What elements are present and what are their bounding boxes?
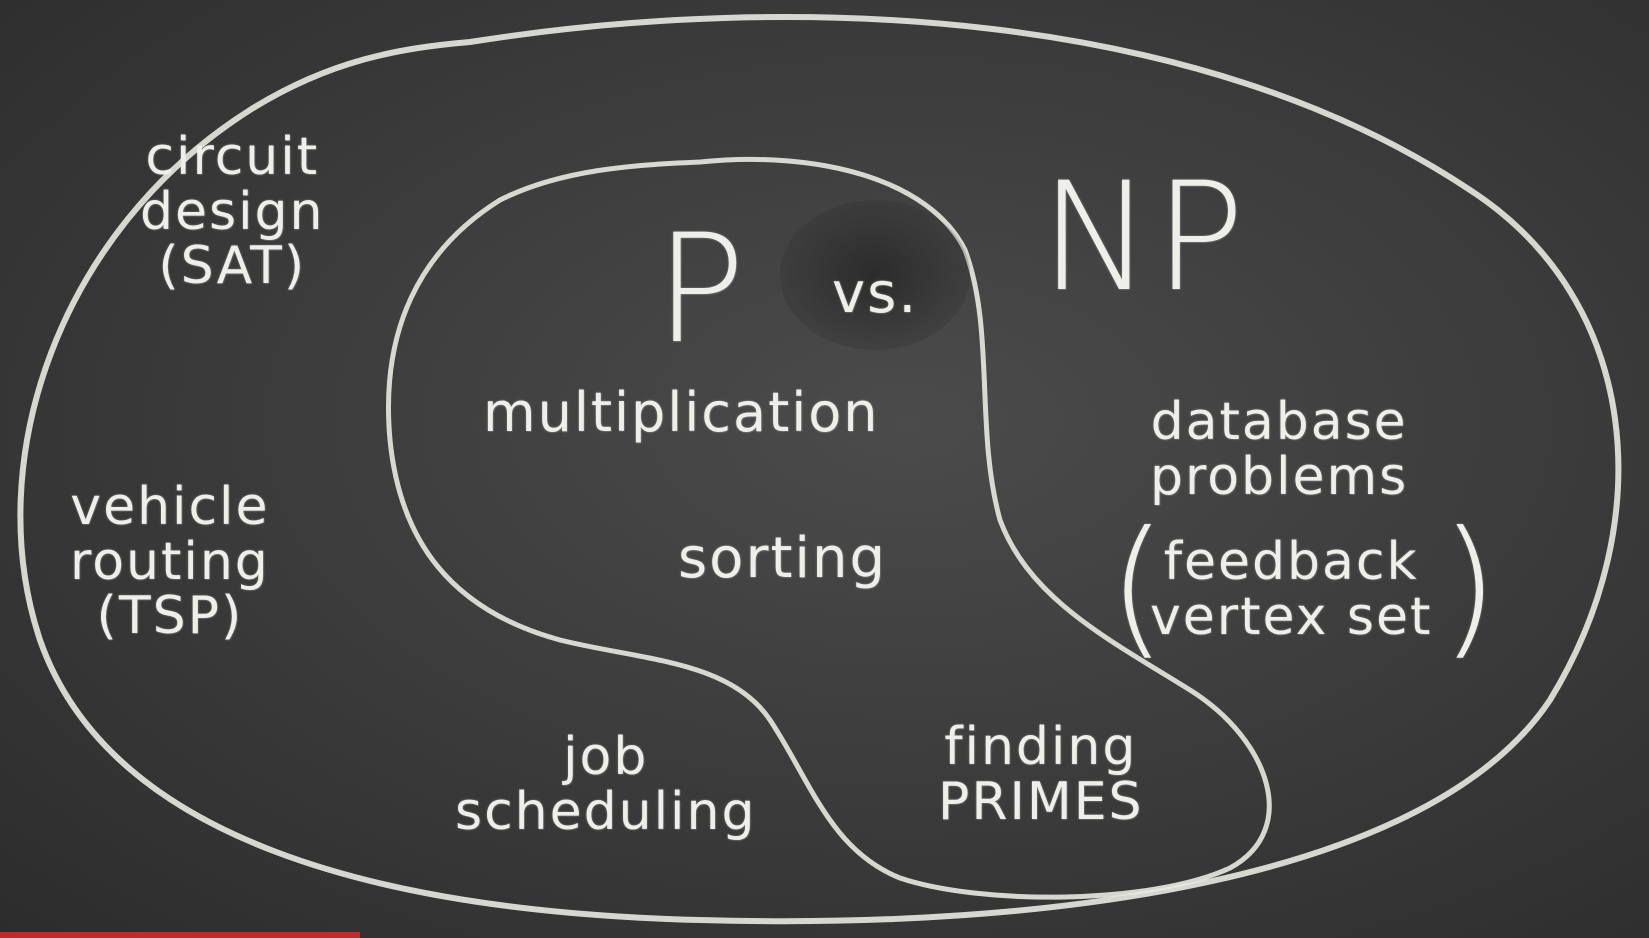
label-sorting: sorting — [678, 526, 888, 591]
label-vehicle-routing: vehicle routing (TSP) — [70, 477, 270, 647]
eraser-smudge — [780, 200, 970, 350]
label-circuit-design: circuit design (SAT) — [140, 127, 325, 297]
title-p: P — [655, 203, 748, 377]
label-multiplication: multiplication — [483, 381, 880, 444]
paren-left: ( — [1108, 500, 1167, 674]
video-progress-bar[interactable] — [0, 932, 360, 938]
np-set-boundary — [17, 14, 1622, 925]
label-finding-primes: finding PRIMES — [938, 717, 1144, 832]
title-vs: vs. — [832, 261, 919, 326]
title-np: NP — [1040, 151, 1247, 325]
label-feedback-vertex-set: feedback vertex set — [1150, 532, 1433, 647]
p-set-boundary — [386, 156, 1272, 900]
label-job-scheduling: job scheduling — [455, 727, 757, 842]
paren-right: ) — [1440, 500, 1499, 674]
label-database-problems: database problems — [1150, 392, 1409, 507]
